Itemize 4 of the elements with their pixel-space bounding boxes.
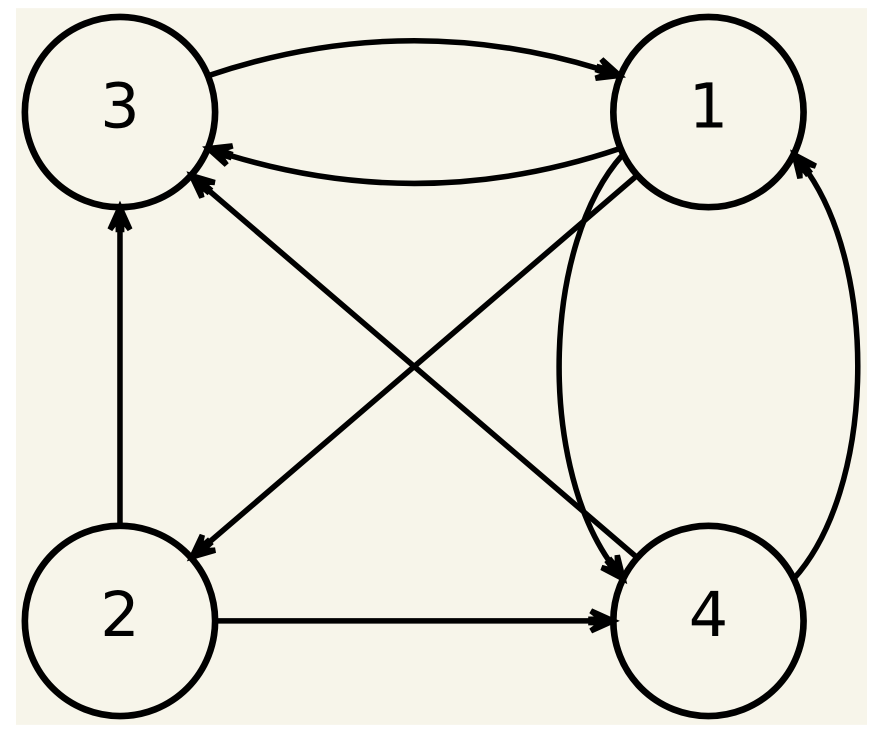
node-circle: 1 (610, 14, 807, 211)
arrow (791, 152, 860, 580)
node-circle: 4 (610, 522, 807, 720)
arrow (556, 153, 626, 582)
